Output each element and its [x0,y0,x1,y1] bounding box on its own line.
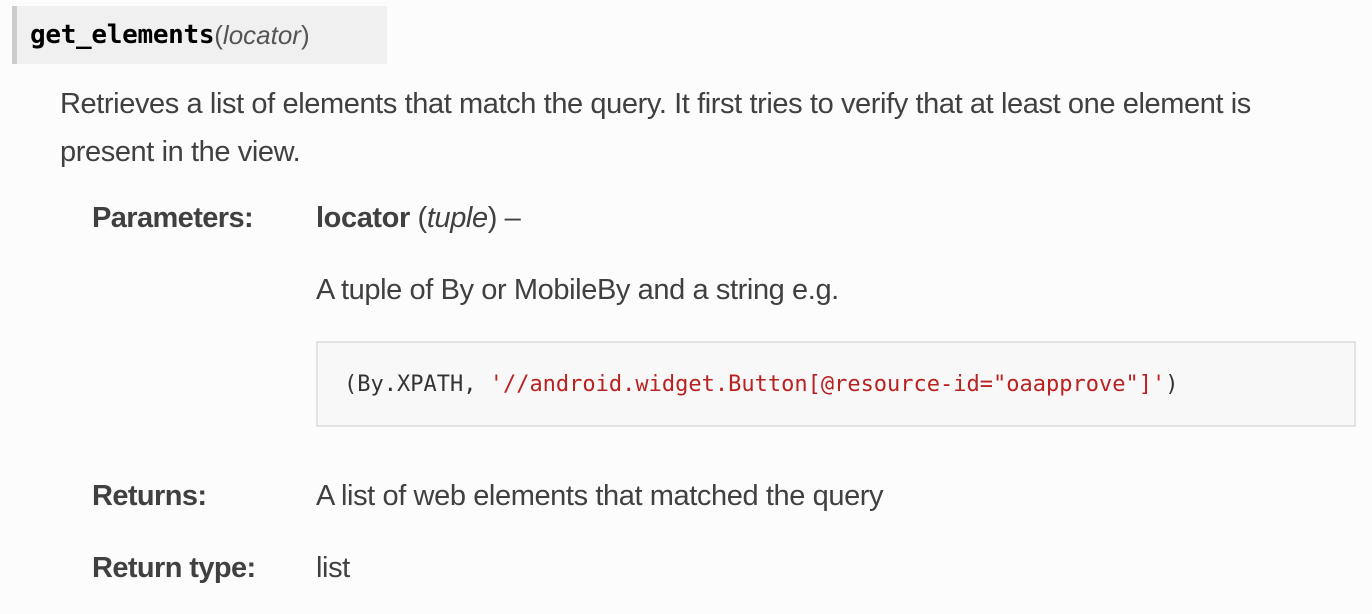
parameter-description: A tuple of By or MobileBy and a string e… [316,274,839,306]
parameter-type: tuple [426,202,488,234]
parameter-type-open: ( [409,202,428,234]
function-description: Retrieves a list of elements that match … [60,88,1251,168]
code-string: '//android.widget.Button[@resource-id="o… [489,371,1166,397]
parameter-signature: locator (tuple) – [316,202,521,235]
function-name: get_elements [30,20,215,50]
close-paren: ) [300,19,310,50]
function-param: locator [222,19,301,50]
code-prefix: (By.XPATH, [344,371,490,397]
code-example: (By.XPATH, '//android.widget.Button[@res… [316,341,1356,427]
code-suffix: ) [1165,371,1179,397]
return-type-label: Return type: [92,552,256,584]
function-signature: get_elements(locator) [12,6,387,64]
open-paren: ( [214,19,223,50]
parameters-label: Parameters: [92,202,254,234]
return-type-value: list [316,552,350,584]
parameter-type-close: ) – [487,202,521,234]
parameter-name: locator [316,202,410,234]
returns-value: A list of web elements that matched the … [316,480,884,512]
returns-label: Returns: [92,480,207,512]
